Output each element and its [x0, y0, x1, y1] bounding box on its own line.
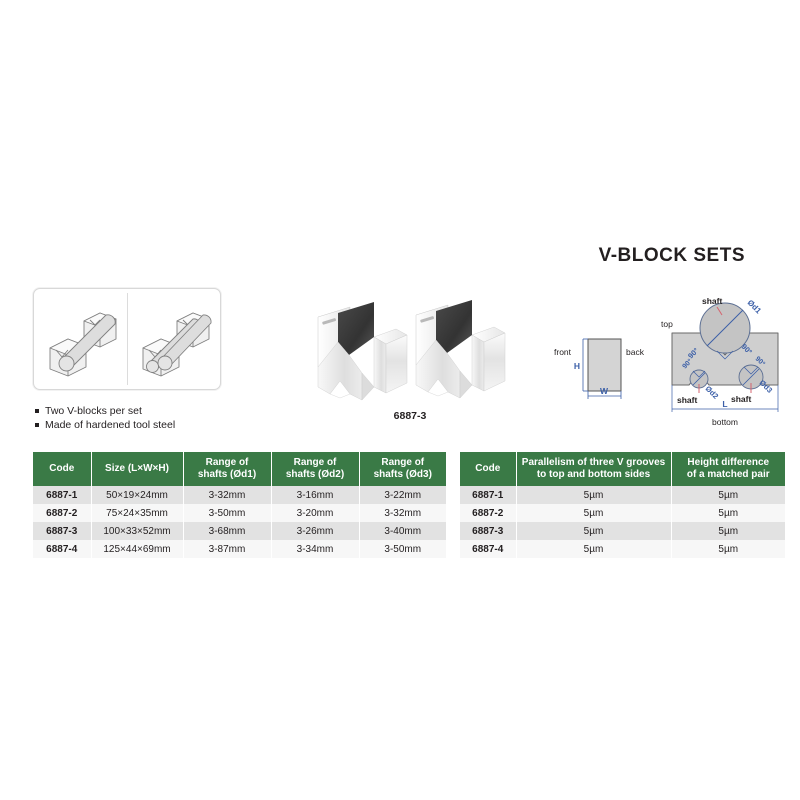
cell-d1: 3-68mm [183, 522, 272, 540]
feature-list: Two V-blocks per set Made of hardened to… [33, 404, 175, 432]
table-row: 6887-4 125×44×69mm 3-87mm 3-34mm 3-50mm [33, 540, 446, 558]
cell-d3: 3-50mm [359, 540, 446, 558]
product-photo-graphic [317, 300, 506, 401]
shaft-label-top: shaft [702, 296, 722, 306]
width-label: W [600, 386, 609, 396]
accuracy-header-row: Code Parallelism of three V grooves to t… [460, 452, 785, 486]
cross-section-diagram: shaft top shaft shaft L bottom Ød1 Ød2 Ø… [655, 285, 800, 435]
table-row: 6887-1 5µm 5µm [460, 486, 785, 504]
cell-d2: 3-26mm [271, 522, 360, 540]
bullet-square-icon [35, 423, 39, 427]
length-label: L [722, 399, 727, 409]
cell-height-difference: 5µm [671, 504, 785, 522]
product-photo [300, 295, 520, 410]
cell-code: 6887-2 [460, 504, 517, 522]
table-row: 6887-4 5µm 5µm [460, 540, 785, 558]
cell-height-difference: 5µm [671, 522, 785, 540]
diameter-label-d2: Ød2 [704, 384, 721, 401]
table-row: 6887-2 5µm 5µm [460, 504, 785, 522]
top-label: top [661, 319, 673, 329]
cell-code: 6887-1 [460, 486, 517, 504]
cell-size: 100×33×52mm [91, 522, 184, 540]
specification-table: Code Size (L×W×H) Range of shafts (Ød1) … [33, 452, 446, 558]
spec-header-row: Code Size (L×W×H) Range of shafts (Ød1) … [33, 452, 446, 486]
cell-code: 6887-3 [33, 522, 92, 540]
product-photo-caption: 6887-3 [393, 410, 427, 422]
accuracy-table: Code Parallelism of three V grooves to t… [460, 452, 785, 558]
table-row: 6887-3 100×33×52mm 3-68mm 3-26mm 3-40mm [33, 522, 446, 540]
illustration-graphic [49, 312, 212, 377]
cell-height-difference: 5µm [671, 540, 785, 558]
accuracy-table-body: 6887-1 5µm 5µm 6887-2 5µm 5µm 6887-3 5µm… [460, 486, 785, 558]
cell-code: 6887-2 [33, 504, 92, 522]
accuracy-table-head: Code Parallelism of three V grooves to t… [460, 452, 785, 486]
table-row: 6887-3 5µm 5µm [460, 522, 785, 540]
cell-d1: 3-87mm [183, 540, 272, 558]
cell-parallelism: 5µm [516, 540, 672, 558]
spec-header-d3: Range of shafts (Ød3) [359, 452, 446, 486]
cell-d2: 3-20mm [271, 504, 360, 522]
bottom-label: bottom [712, 417, 738, 427]
shaft-label-left: shaft [677, 395, 697, 405]
spec-table-head: Code Size (L×W×H) Range of shafts (Ød1) … [33, 452, 446, 486]
cell-code: 6887-4 [33, 540, 92, 558]
feature-text: Two V-blocks per set [45, 405, 142, 417]
cell-d1: 3-50mm [183, 504, 272, 522]
cell-d2: 3-16mm [271, 486, 360, 504]
cell-height-difference: 5µm [671, 486, 785, 504]
accuracy-header-parallelism: Parallelism of three V grooves to top an… [516, 452, 672, 486]
back-label: back [626, 347, 645, 357]
cell-size: 125×44×69mm [91, 540, 184, 558]
front-back-diagram: front back H W [550, 330, 660, 408]
spec-header-d2: Range of shafts (Ød2) [271, 452, 360, 486]
cell-size: 75×24×35mm [91, 504, 184, 522]
cell-parallelism: 5µm [516, 522, 672, 540]
shaft-label-right: shaft [731, 394, 751, 404]
cell-parallelism: 5µm [516, 486, 672, 504]
feature-text: Made of hardened tool steel [45, 419, 176, 431]
front-back-graphic: front back H W [554, 338, 645, 399]
table-row: 6887-2 75×24×35mm 3-50mm 3-20mm 3-32mm [33, 504, 446, 522]
cell-d2: 3-34mm [271, 540, 360, 558]
cell-code: 6887-3 [460, 522, 517, 540]
bullet-square-icon [35, 409, 39, 413]
cell-d3: 3-32mm [359, 504, 446, 522]
cell-d1: 3-32mm [183, 486, 272, 504]
table-row: 6887-1 50×19×24mm 3-32mm 3-16mm 3-22mm [33, 486, 446, 504]
page-title: V-BLOCK SETS [598, 245, 745, 266]
cell-d3: 3-40mm [359, 522, 446, 540]
cell-d3: 3-22mm [359, 486, 446, 504]
height-label: H [574, 361, 580, 371]
list-item: Two V-blocks per set [33, 404, 175, 418]
application-illustration [33, 288, 221, 390]
spec-header-code: Code [33, 452, 92, 486]
list-item: Made of hardened tool steel [33, 418, 175, 432]
spec-header-d1: Range of shafts (Ød1) [183, 452, 272, 486]
accuracy-header-code: Code [460, 452, 517, 486]
accuracy-header-height-difference: Height difference of a matched pair [671, 452, 785, 486]
cell-code: 6887-1 [33, 486, 92, 504]
cross-section-graphic: shaft top shaft shaft L bottom Ød1 Ød2 Ø… [661, 296, 779, 427]
cell-size: 50×19×24mm [91, 486, 184, 504]
spec-table-body: 6887-1 50×19×24mm 3-32mm 3-16mm 3-22mm 6… [33, 486, 446, 558]
cell-parallelism: 5µm [516, 504, 672, 522]
illustration-divider [127, 293, 128, 385]
spec-header-size: Size (L×W×H) [91, 452, 184, 486]
cell-code: 6887-4 [460, 540, 517, 558]
diameter-label-d1: Ød1 [746, 298, 764, 316]
front-label: front [554, 347, 572, 357]
